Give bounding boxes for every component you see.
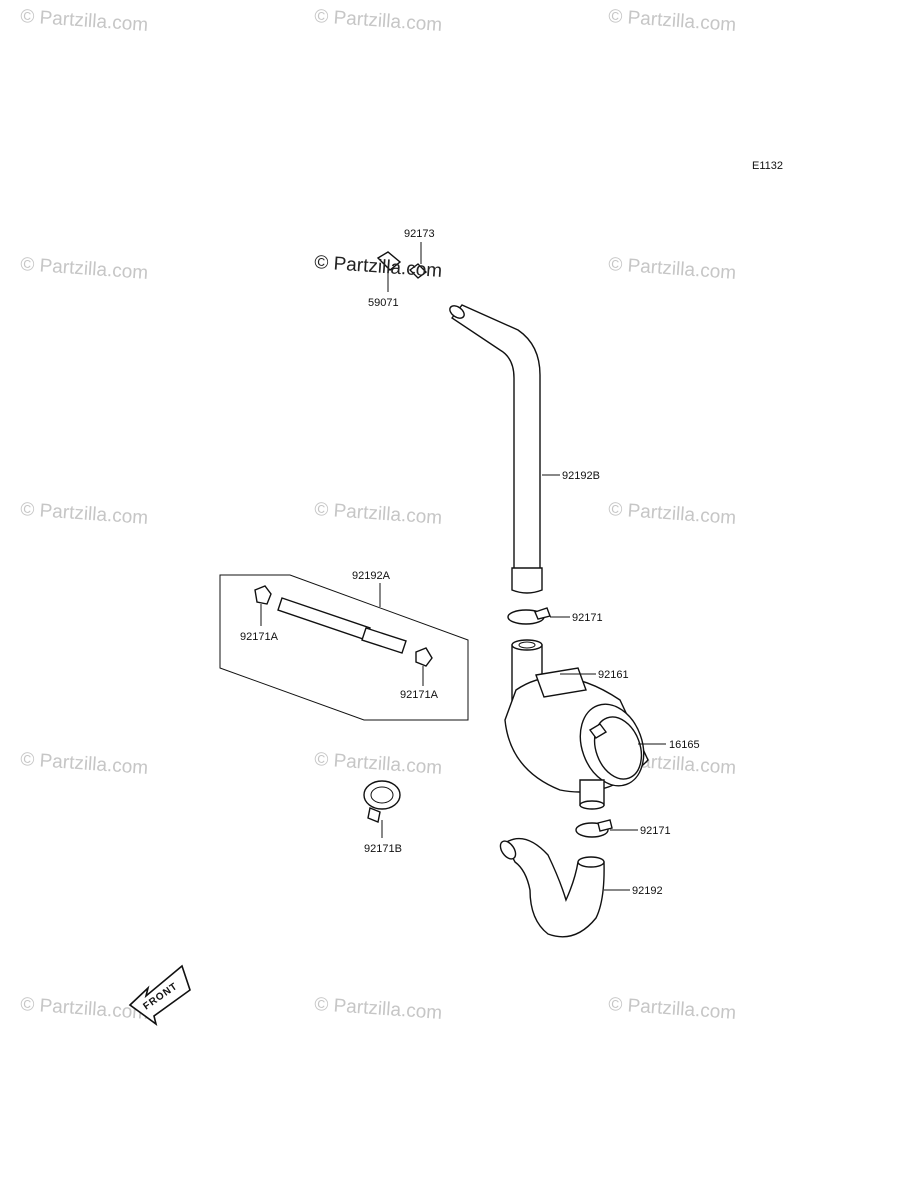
label-92171b: 92171B [364,843,402,855]
watermark: © Partzilla.com [20,499,149,529]
label-92171a-right: 92171A [400,689,439,701]
hose-92192 [499,837,630,938]
label-92192b: 92192B [562,470,600,482]
watermark: © Partzilla.com [20,6,149,36]
label-92171a-left: 92171A [240,631,279,643]
watermark-dark: © Partzilla.com [314,252,443,282]
label-92171-bottom: 92171 [640,825,671,837]
label-92171-top: 92171 [572,612,603,624]
watermark: © Partzilla.com [20,749,149,779]
clamp-92171-bottom [575,819,638,838]
clip-92173 [408,263,428,279]
fitting-59071 [376,251,402,271]
watermark: © Partzilla.com [314,499,443,529]
hose-92192b [449,304,560,594]
watermark: © Partzilla.com [314,6,443,36]
watermark: © Partzilla.com [608,994,737,1024]
watermark: © Partzilla.com [608,499,737,529]
watermark-layer: © Partzilla.com © Partzilla.com © Partzi… [20,6,737,1024]
watermark: © Partzilla.com [314,994,443,1024]
label-59071: 59071 [368,297,399,309]
clamp-92171-top [507,607,570,625]
fitting-59071-group [376,242,428,292]
watermark: © Partzilla.com [20,254,149,284]
label-92161: 92161 [598,669,629,681]
watermark: © Partzilla.com [314,749,443,779]
air-cleaner-16165 [504,639,666,810]
watermark: © Partzilla.com [608,254,737,284]
diagram-code: E1132 [752,160,783,172]
label-92192a: 92192A [352,570,391,582]
front-arrow-icon: FRONT [128,964,191,1026]
kit-92192a [219,574,469,721]
label-92173: 92173 [404,228,435,240]
watermark: © Partzilla.com [608,6,737,36]
label-16165: 16165 [669,739,700,751]
clamp-92171b [363,780,401,838]
watermark: © Partzilla.com [20,994,149,1024]
label-92192: 92192 [632,885,663,897]
